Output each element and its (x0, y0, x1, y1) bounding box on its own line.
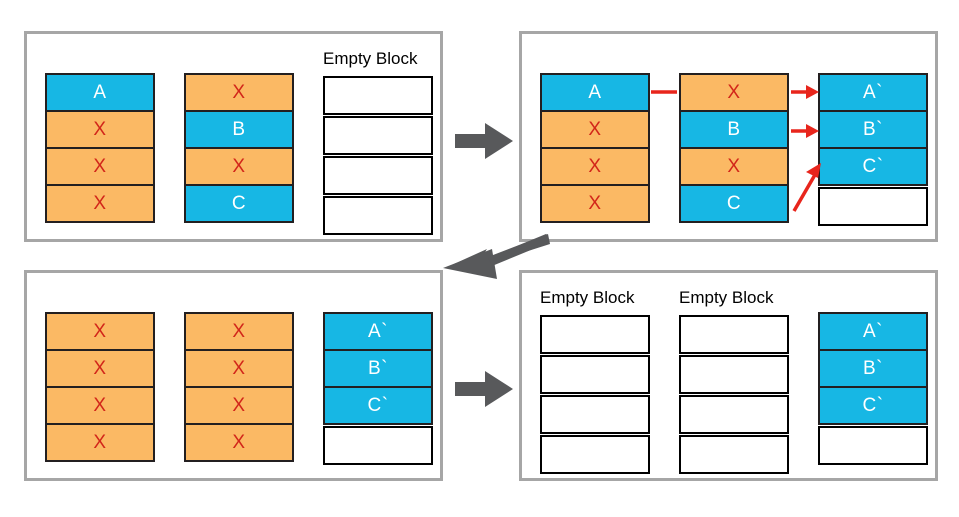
page-cell: X (184, 386, 294, 425)
panel-2-block-1: A X X X (540, 73, 650, 223)
page-cell-empty (323, 156, 433, 195)
panel-1-block-3-label: Empty Block (323, 49, 418, 68)
panel-step-1: A X X X X B X C Empty Block (24, 31, 443, 242)
page-cell: X (45, 147, 155, 186)
page-cell-empty (323, 116, 433, 155)
page-cell: X (540, 110, 650, 149)
panel-1-block-3: Empty Block (323, 49, 433, 235)
page-cell: B` (818, 110, 928, 149)
panel-step-2-content: A X X X X B X C A` B` C` (522, 34, 935, 239)
page-cell-empty (323, 76, 433, 115)
page-cell: C` (818, 386, 928, 425)
page-cell: X (184, 73, 294, 112)
page-cell-empty (818, 426, 928, 465)
panel-step-2: A X X X X B X C A` B` C` (519, 31, 938, 242)
arrow-step2-to-step3 (440, 232, 550, 282)
page-cell-empty (540, 315, 650, 354)
page-cell-empty (818, 187, 928, 226)
panel-1-block-2: X B X C (184, 73, 294, 223)
page-cell: X (184, 423, 294, 462)
page-cell: X (184, 349, 294, 388)
page-cell: A` (818, 73, 928, 112)
page-cell: X (45, 110, 155, 149)
page-cell: X (45, 423, 155, 462)
page-cell: X (184, 312, 294, 351)
page-cell: B` (323, 349, 433, 388)
page-cell: X (540, 184, 650, 223)
panel-3-block-2: X X X X (184, 312, 294, 462)
page-cell: B (679, 110, 789, 149)
panel-3-block-3: A` B` C` (323, 312, 433, 465)
page-cell: X (540, 147, 650, 186)
panel-step-4-content: Empty Block Empty Block A` B` C` (522, 273, 935, 478)
page-cell: X (45, 312, 155, 351)
page-cell-empty (679, 315, 789, 354)
page-cell: X (45, 184, 155, 223)
page-cell-empty (323, 196, 433, 235)
page-cell: X (679, 147, 789, 186)
red-arrow-copy-A-row1 (790, 83, 820, 101)
arrow-step1-to-step2 (455, 118, 515, 164)
panel-step-4: Empty Block Empty Block A` B` C` (519, 270, 938, 481)
panel-3-block-1: X X X X (45, 312, 155, 462)
page-cell-empty (679, 395, 789, 434)
page-cell: X (45, 349, 155, 388)
page-cell-empty (323, 426, 433, 465)
page-cell: C` (323, 386, 433, 425)
red-arrow-copy-B-row2 (790, 122, 820, 140)
page-cell: A` (818, 312, 928, 351)
arrow-step3-to-step4 (455, 366, 515, 412)
page-cell: A (540, 73, 650, 112)
page-cell: A (45, 73, 155, 112)
panel-4-block-2: Empty Block (679, 288, 789, 474)
page-cell-empty (679, 355, 789, 394)
panel-4-block-1: Empty Block (540, 288, 650, 474)
panel-4-block-1-label: Empty Block (540, 288, 635, 307)
page-cell: X (45, 386, 155, 425)
page-cell-empty (540, 355, 650, 394)
page-cell-empty (679, 435, 789, 474)
page-cell-empty (540, 395, 650, 434)
page-cell: X (184, 147, 294, 186)
panel-step-1-content: A X X X X B X C Empty Block (27, 34, 440, 239)
red-dash-block1-to-block2-row1 (650, 87, 678, 97)
panel-1-block-1: A X X X (45, 73, 155, 223)
page-cell: B (184, 110, 294, 149)
page-cell: C (184, 184, 294, 223)
panel-step-3-content: X X X X X X X X A` B` C` (27, 273, 440, 478)
panel-4-block-3: A` B` C` (818, 312, 928, 465)
page-cell: X (679, 73, 789, 112)
page-cell: C` (818, 147, 928, 186)
panel-step-3: X X X X X X X X A` B` C` (24, 270, 443, 481)
page-cell: A` (323, 312, 433, 351)
red-arrow-copy-C-diagonal (788, 159, 826, 214)
page-cell-empty (540, 435, 650, 474)
page-cell: C (679, 184, 789, 223)
panel-2-block-3: A` B` C` (818, 73, 928, 226)
page-cell: B` (818, 349, 928, 388)
panel-2-block-2: X B X C (679, 73, 789, 223)
panel-4-block-2-label: Empty Block (679, 288, 774, 307)
